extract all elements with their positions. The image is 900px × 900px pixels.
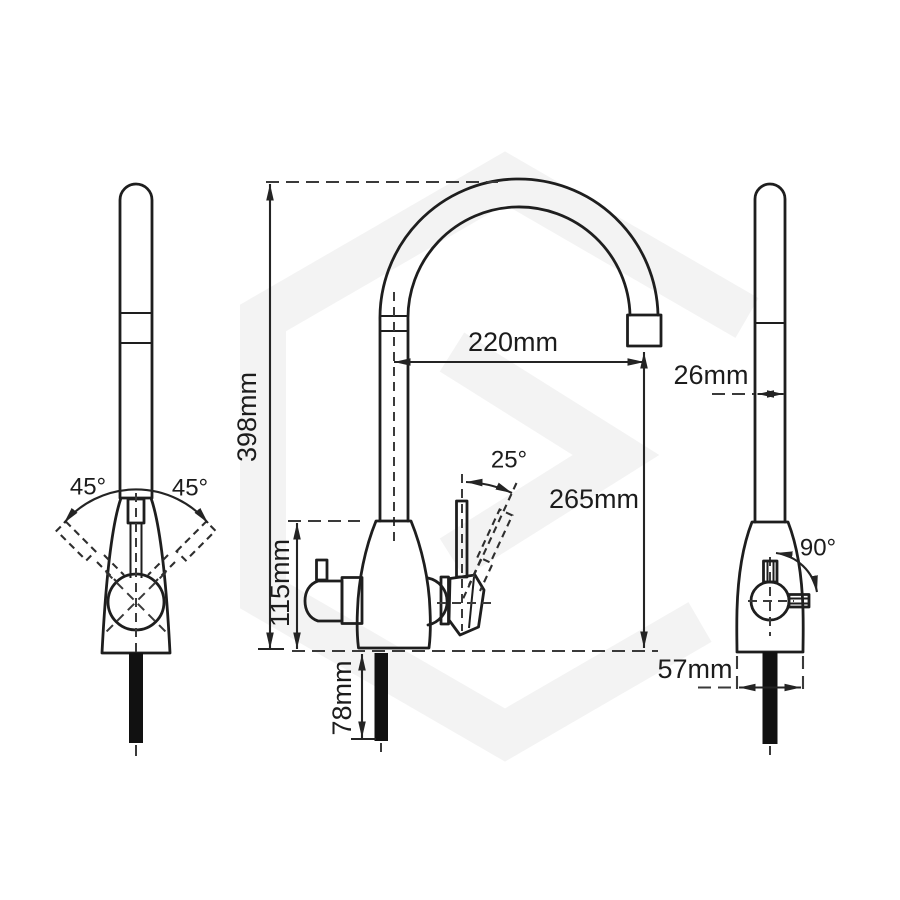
swing-right-label: 45° xyxy=(172,474,208,501)
dimension-spout-height: 265mm xyxy=(549,352,648,648)
front-tube-joint-band xyxy=(120,312,152,344)
annotation-swing-angle: 45° 45° xyxy=(63,473,209,524)
spout-reach-label: 220mm xyxy=(468,327,558,357)
annotation-handle-tilt: 25° xyxy=(465,446,527,494)
swing-angle-arc xyxy=(63,488,209,524)
spout-diameter-label: 26mm xyxy=(673,360,748,390)
side-knob-lever xyxy=(315,558,329,582)
front-spout-tube xyxy=(118,182,154,500)
side-view: 398mm 220mm 265mm 115mm 78mm 25° xyxy=(232,177,663,754)
dimension-total-height: 398mm xyxy=(232,180,498,651)
front-shank xyxy=(129,653,143,743)
dimension-spout-diameter: 26mm xyxy=(673,360,784,398)
side-shank xyxy=(374,653,388,741)
dimension-body-height: 115mm xyxy=(265,519,360,649)
front-body xyxy=(100,496,172,655)
side-handle-mount-dome xyxy=(426,576,449,627)
front-handle-right-stem-dashes xyxy=(147,554,176,583)
side-handle-lever xyxy=(455,499,469,579)
annotation-handle-swing: 90° xyxy=(775,534,836,593)
profile-valve-crosshair xyxy=(748,557,794,636)
front-handle-stem xyxy=(129,523,143,578)
swing-left-label: 45° xyxy=(70,473,106,500)
side-spout-inner-arc xyxy=(406,205,632,523)
total-height-label: 398mm xyxy=(232,372,262,462)
front-handle-left-position xyxy=(55,520,97,562)
shank-length-label: 78mm xyxy=(327,660,357,735)
handle-tilt-label: 25° xyxy=(491,446,527,473)
profile-lever-side-inner-lines xyxy=(789,597,809,605)
side-handle-hex-base xyxy=(447,573,486,637)
dimension-spout-reach: 220mm xyxy=(394,327,644,366)
watermark-chevron xyxy=(439,332,660,578)
front-handle-right-position xyxy=(175,520,217,562)
spout-height-label: 265mm xyxy=(549,484,639,514)
dimension-shank-length: 78mm xyxy=(327,654,376,741)
hexagon-logo-watermark xyxy=(240,151,759,762)
side-body xyxy=(355,519,432,650)
side-spout-outer-arc xyxy=(378,177,660,523)
side-handle-tilt-centerline xyxy=(461,482,518,602)
handle-swing-arc xyxy=(775,551,819,593)
handle-tilt-arc xyxy=(465,478,513,494)
profile-view: 26mm 90° 57mm xyxy=(657,182,836,757)
profile-lever-up-inner-lines xyxy=(766,561,775,582)
front-view: 45° 45° xyxy=(55,182,217,757)
profile-lever-side-position xyxy=(787,593,811,609)
side-knob-cylinder xyxy=(303,579,344,623)
side-handle-tilted-position xyxy=(476,508,514,565)
profile-shank xyxy=(762,652,778,744)
base-width-label: 57mm xyxy=(657,654,732,684)
side-spout-outlet xyxy=(626,313,663,348)
watermark-hexagon-ring xyxy=(240,151,759,762)
profile-spout-tube xyxy=(753,182,787,524)
dimension-base-width: 57mm xyxy=(657,654,805,695)
body-height-label: 115mm xyxy=(265,539,295,627)
handle-swing-label: 90° xyxy=(800,534,836,561)
base-width-extension-lines xyxy=(735,656,805,695)
front-handle-left-stem-dashes xyxy=(96,554,125,583)
side-handle-collar xyxy=(439,575,450,626)
side-knob-collar xyxy=(340,576,364,625)
